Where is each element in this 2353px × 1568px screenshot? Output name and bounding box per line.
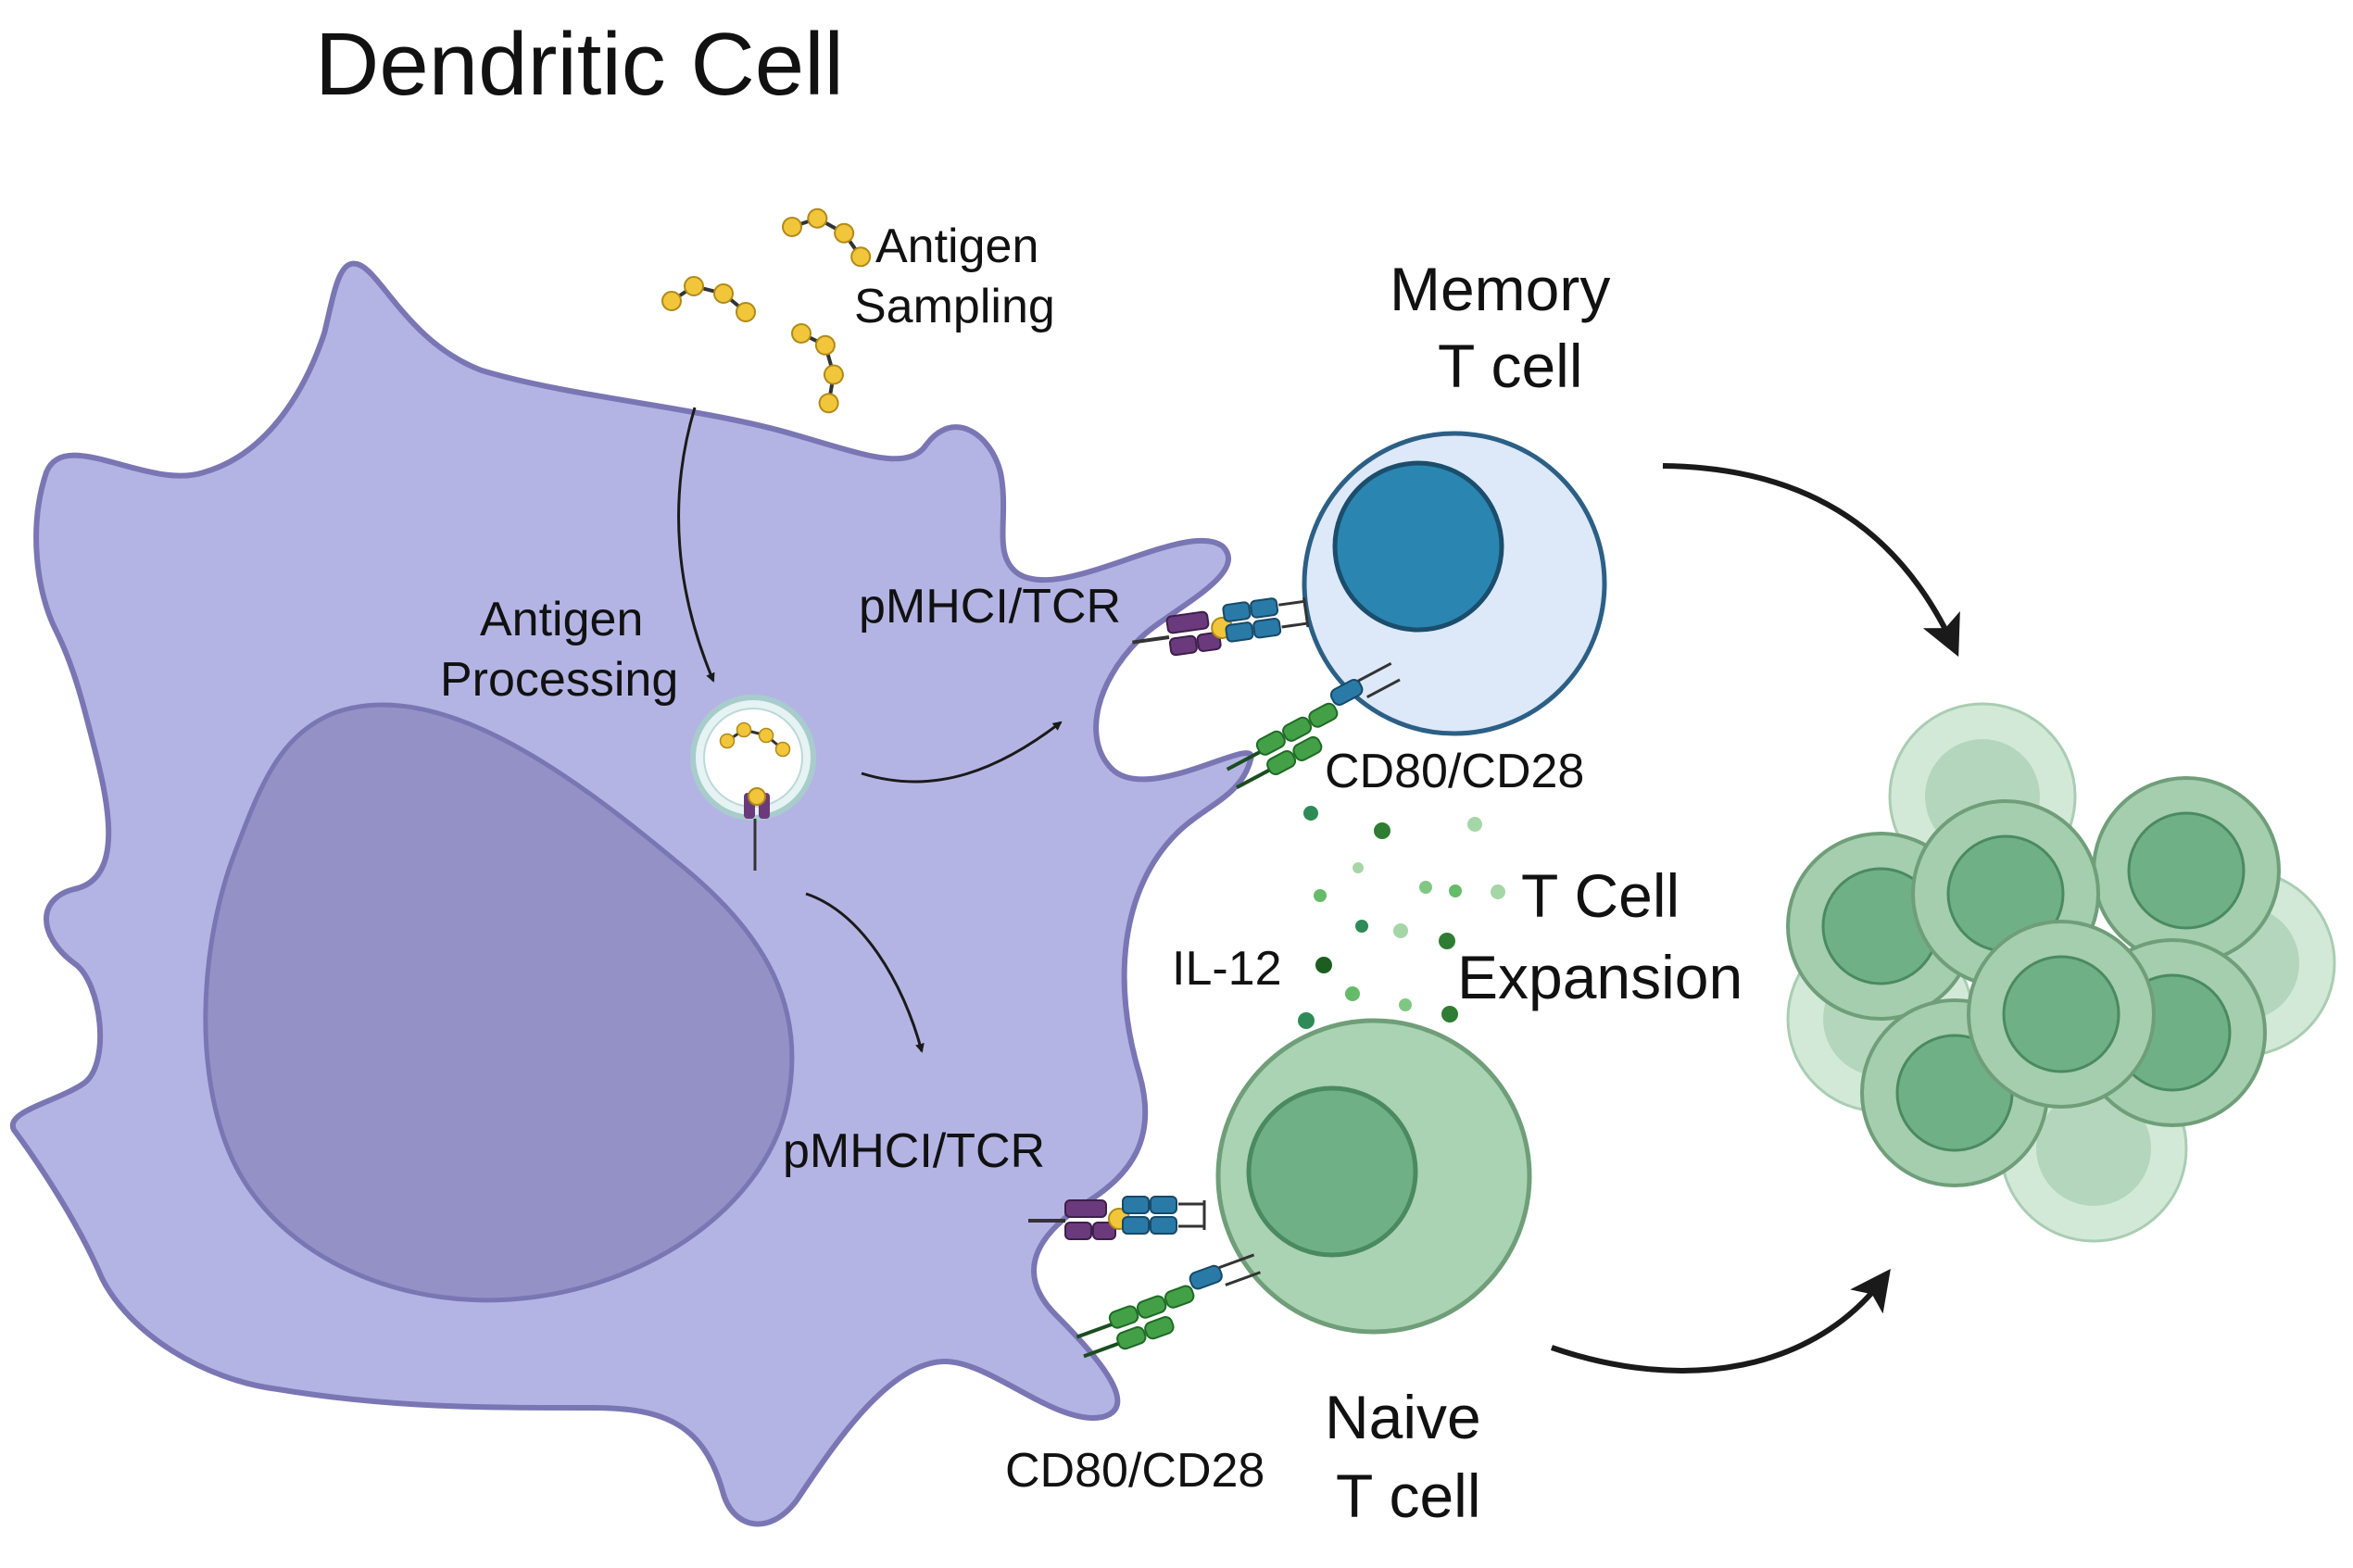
naive-t-cell	[1215, 1018, 1532, 1335]
t-cell-expansion-label-line1: T Cell	[1521, 861, 1680, 930]
curved-arrow-icon	[1662, 463, 1960, 658]
dendritic-cell-nucleus	[203, 702, 795, 1303]
naive-t-cell-label-line1: Naive	[1325, 1383, 1481, 1451]
pmhci-tcr-label-top: pMHCI/TCR	[859, 580, 1121, 633]
antigen-peptide-icon	[775, 199, 881, 270]
antigen-sampling-label-line2: Sampling	[854, 280, 1055, 333]
diagram-title: Dendritic Cell	[315, 15, 844, 114]
curved-arrow-icon	[805, 892, 925, 1053]
antigen-peptide-icon	[776, 311, 866, 418]
curved-arrow-icon	[677, 407, 715, 683]
naive-t-cell-label-line2: T cell	[1336, 1461, 1481, 1530]
memory-t-cell-label-line2: T cell	[1438, 332, 1583, 400]
expanded-t-cell-cluster	[1786, 702, 2336, 1243]
cd80-cd28-label-top: CD80/CD28	[1325, 745, 1584, 798]
curved-arrow-icon	[861, 721, 1063, 784]
antigen-processing-label-line1: Antigen	[480, 593, 643, 646]
pmhci-tcr-label-bottom: pMHCI/TCR	[783, 1124, 1045, 1178]
antigen-peptide-icon	[661, 275, 757, 323]
antigen-processing-label-line2: Processing	[440, 653, 678, 707]
t-cell-expansion-label-line2: Expansion	[1457, 943, 1743, 1011]
memory-t-cell-label-line1: Memory	[1390, 255, 1610, 323]
il12-cytokine-icon	[1298, 806, 1505, 1029]
antigen-sampling-label-line1: Antigen	[875, 220, 1038, 273]
endosome-vesicle	[690, 695, 816, 871]
il12-label: IL-12	[1172, 942, 1282, 996]
cd80-cd28-receptor-icon	[1067, 1249, 1272, 1365]
cd80-cd28-label-bottom: CD80/CD28	[1005, 1444, 1265, 1498]
memory-t-cell	[1302, 431, 1607, 736]
curved-arrow-icon	[1551, 1268, 1891, 1374]
